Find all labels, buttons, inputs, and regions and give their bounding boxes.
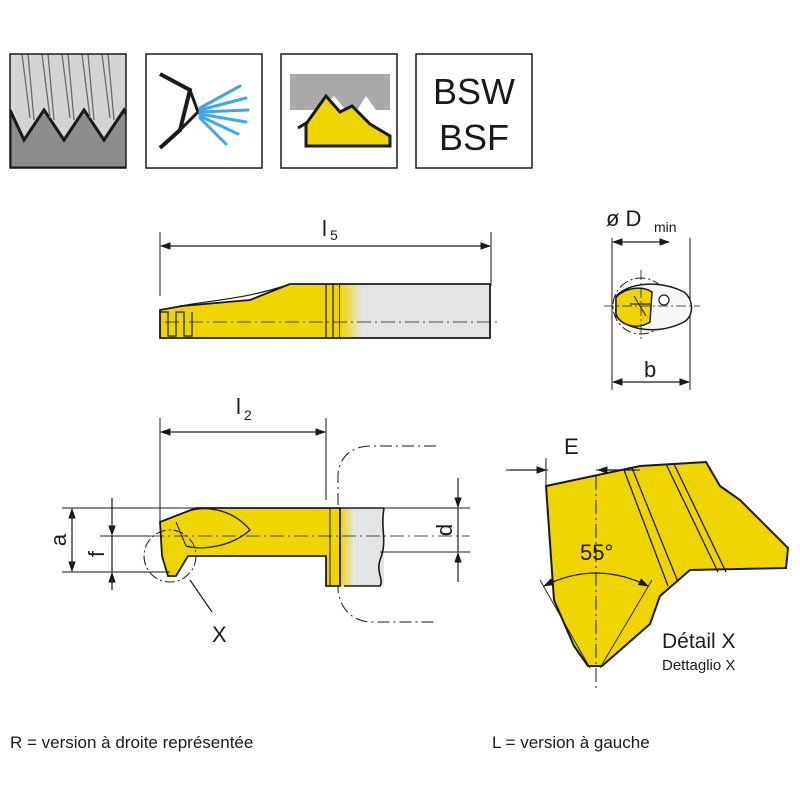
l2-subscript: 2 xyxy=(244,407,252,423)
internal-coolant-icon xyxy=(145,53,263,169)
b-label: b xyxy=(644,357,656,382)
f-label: f xyxy=(84,550,109,557)
detail-subtitle: Dettaglio X xyxy=(662,657,735,674)
d-min-subscript: min xyxy=(654,219,677,235)
x-label: X xyxy=(212,622,227,647)
right-version-note: R = version à droite représentée xyxy=(10,733,253,752)
l5-label: l xyxy=(322,216,327,241)
detail-x-view: E 55° Détail X Dettaglio X xyxy=(506,434,790,690)
thread-standard-box: BSW BSF xyxy=(415,53,533,169)
a-label: a xyxy=(46,533,71,546)
l2-label: l xyxy=(236,394,241,419)
angle-label: 55° xyxy=(580,540,613,565)
l5-subscript: 5 xyxy=(330,227,338,243)
d-label: d xyxy=(432,524,457,536)
detail-title: Détail X xyxy=(662,630,736,653)
detail-x-circle xyxy=(143,529,197,583)
partial-profile-icon xyxy=(280,53,398,169)
tool-top-view: l 5 xyxy=(159,216,500,339)
standard-bsw-label: BSW xyxy=(433,71,515,112)
e-label: E xyxy=(564,434,579,459)
d-min-label: ø D xyxy=(606,206,641,231)
tool-side-view: l 2 a f d X xyxy=(46,394,470,647)
standard-bsf-label: BSF xyxy=(439,117,509,158)
left-version-note: L = version à gauche xyxy=(492,733,650,752)
thread-profile-icon xyxy=(10,54,126,168)
tool-end-view: ø D min b xyxy=(604,206,700,390)
